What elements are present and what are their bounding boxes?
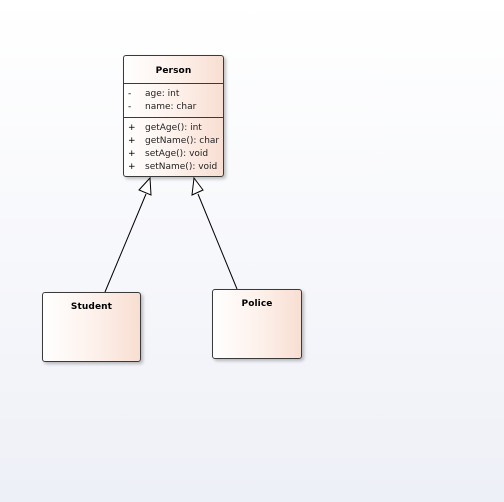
- attributes-compartment: - age: int - name: char: [124, 83, 223, 117]
- visibility-marker: +: [128, 123, 136, 133]
- class-police[interactable]: Police: [212, 289, 302, 359]
- inheritance-arrowhead-icon: [191, 176, 204, 196]
- operation-text: getAge(): int: [145, 123, 202, 133]
- attribute-text: name: char: [145, 102, 197, 112]
- operations-compartment: + getAge(): int + getName(): char + setA…: [124, 117, 223, 176]
- class-name: Student: [70, 302, 113, 312]
- operation-text: setName(): void: [145, 162, 218, 172]
- operation-text: setAge(): void: [145, 149, 209, 159]
- attribute-row[interactable]: - name: char: [124, 101, 223, 114]
- visibility-marker: +: [128, 136, 136, 146]
- generalization-line-police[interactable]: [197, 193, 238, 290]
- class-person[interactable]: Person - age: int - name: char + getAge(…: [123, 55, 224, 177]
- class-student[interactable]: Student: [42, 292, 141, 362]
- visibility-marker: +: [128, 149, 136, 159]
- class-name: Police: [241, 299, 273, 309]
- visibility-marker: -: [128, 89, 132, 99]
- inheritance-arrowhead-icon: [138, 176, 152, 196]
- operation-row[interactable]: + setAge(): void: [124, 148, 223, 161]
- class-name: Person: [155, 66, 192, 76]
- operation-row[interactable]: + getAge(): int: [124, 122, 223, 135]
- visibility-marker: +: [128, 162, 136, 172]
- operation-row[interactable]: + getName(): char: [124, 135, 223, 148]
- operation-row[interactable]: + setName(): void: [124, 161, 223, 174]
- attribute-text: age: int: [145, 89, 180, 99]
- operation-text: getName(): char: [145, 136, 220, 146]
- visibility-marker: -: [128, 102, 132, 112]
- generalization-line-student[interactable]: [104, 193, 147, 293]
- attribute-row[interactable]: - age: int: [124, 88, 223, 101]
